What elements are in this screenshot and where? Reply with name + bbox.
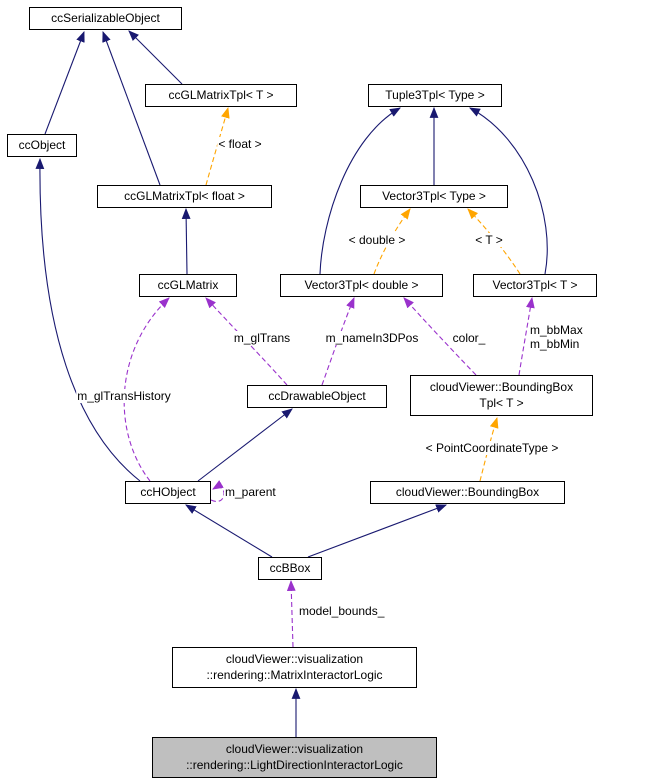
edge-ccBBox-to-ccHObject <box>185 504 273 558</box>
edge-ccBBox-to-BoundingBox <box>307 504 448 558</box>
edge-ccGLMatrix-to-ccGLMatrixTplFloat <box>181 207 191 275</box>
edge-ccDrawableObject-to-ccGLMatrix-m-glTrans <box>205 297 288 386</box>
node-cloudViewer-BoundingBox[interactable]: cloudViewer::BoundingBox <box>370 481 565 504</box>
edge-ccHObject-to-ccDrawableObject <box>197 408 293 482</box>
edge-label-template-double: < double > <box>347 233 407 248</box>
node-ccHObject[interactable]: ccHObject <box>125 481 211 504</box>
edge-ccObject-to-ccSerializableObject <box>44 30 85 135</box>
edge-label-PointCoordinateType: < PointCoordinateType > <box>424 441 560 456</box>
node-MatrixInteractorLogic[interactable]: cloudViewer::visualization ::rendering::… <box>172 647 417 688</box>
edge-label-color: color_ <box>451 331 487 346</box>
node-ccDrawableObject[interactable]: ccDrawableObject <box>247 385 387 408</box>
edge-ccGLMatrixTplT-to-ccSerializableObject <box>128 30 183 85</box>
node-ccGLMatrixTpl-T[interactable]: ccGLMatrixTpl< T > <box>145 84 297 107</box>
edge-label-m-nameIn3DPos: m_nameIn3DPos <box>324 331 420 346</box>
edge-label-m-glTrans: m_glTrans <box>232 331 292 346</box>
edge-ccHObject-to-ccObject <box>35 157 141 482</box>
node-Vector3Tpl-Type[interactable]: Vector3Tpl< Type > <box>360 185 508 208</box>
node-ccGLMatrixTpl-float[interactable]: ccGLMatrixTpl< float > <box>97 185 272 208</box>
edge-Vector3TplDouble-to-Vector3TplType-template <box>373 208 411 275</box>
edge-label-m-glTransHistory: m_glTransHistory <box>76 389 172 404</box>
edge-label-template-T: < T > <box>474 233 504 248</box>
node-ccBBox[interactable]: ccBBox <box>258 557 322 580</box>
edge-Vector3TplT-to-Tuple3TplType <box>469 107 548 275</box>
edge-label-template-float: < float > <box>217 137 263 152</box>
node-Tuple3Tpl-Type[interactable]: Tuple3Tpl< Type > <box>368 84 502 107</box>
edge-Vector3TplDouble-to-Tuple3TplType <box>319 107 401 275</box>
edge-ccGLMatrixTplFloat-to-ccGLMatrixTplT-template <box>205 106 230 186</box>
node-Vector3Tpl-T[interactable]: Vector3Tpl< T > <box>473 274 597 297</box>
edge-ccHObject-self-m-parent <box>210 480 225 502</box>
node-LightDirectionInteractorLogic: cloudViewer::visualization ::rendering::… <box>152 737 437 778</box>
edge-BoundingBoxTpl-to-Vector3TplDouble-color <box>403 297 477 376</box>
edge-MatrixInteractorLogic-to-ccBBox-model-bounds <box>286 579 296 648</box>
edge-label-m-bbMax-m-bbMin: m_bbMax m_bbMin <box>529 323 584 352</box>
edge-label-model-bounds: model_bounds_ <box>298 604 386 619</box>
node-Vector3Tpl-double[interactable]: Vector3Tpl< double > <box>280 274 443 297</box>
node-ccObject[interactable]: ccObject <box>7 134 77 157</box>
edge-ccGLMatrixTplFloat-to-ccSerializableObject <box>102 30 161 186</box>
edge-ccDrawableObject-to-Vector3TplDouble-m-nameIn3DPos <box>321 296 355 386</box>
edge-label-m-parent: m_parent <box>224 485 277 500</box>
node-ccGLMatrix[interactable]: ccGLMatrix <box>139 274 237 297</box>
node-cloudViewer-BoundingBoxTpl-T[interactable]: cloudViewer::BoundingBox Tpl< T > <box>410 375 593 416</box>
node-ccSerializableObject[interactable]: ccSerializableObject <box>29 7 182 30</box>
